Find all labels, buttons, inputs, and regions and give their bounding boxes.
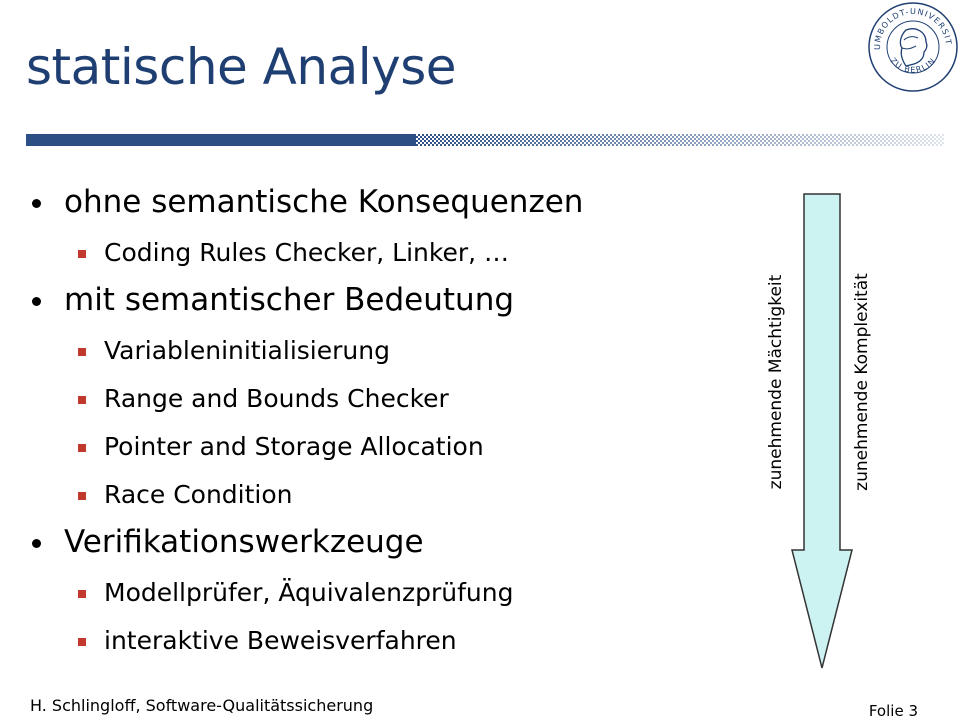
bullet-item: mit semantischer Bedeutung [28,280,728,320]
square-bullet-icon [78,638,86,646]
footer-slide-number: Folie 3 [868,702,918,720]
sub-bullet-item: Variableninitialisierung [28,334,728,368]
bullet-text: ohne semantische Konsequenzen [64,184,584,220]
sub-bullet-text: Range and Bounds Checker [104,384,449,413]
svg-text:ZU BERLIN: ZU BERLIN [888,56,937,75]
sub-bullet-text: Modellprüfer, Äquivalenzprüfung [104,578,514,607]
sub-bullet-text: Pointer and Storage Allocation [104,432,484,461]
square-bullet-icon [78,348,86,356]
square-bullet-icon [78,396,86,404]
sub-bullet-text: Variableninitialisierung [104,336,390,365]
svg-text:HUMBOLDT-UNIVERSITÄT: HUMBOLDT-UNIVERSITÄT [866,0,953,50]
sub-bullet-item: Range and Bounds Checker [28,382,728,416]
bullet-item: ohne semantische Konsequenzen [28,182,728,222]
bullet-list: ohne semantische Konsequenzen Coding Rul… [28,182,728,658]
sub-bullet-text: Coding Rules Checker, Linker, … [104,238,510,267]
bullet-item: Verifikationswerkzeuge [28,522,728,562]
sub-bullet-item: Pointer and Storage Allocation [28,430,728,464]
title-accent-bar [26,134,944,146]
arrow-label-complexity: zunehmende Komplexität [852,273,872,491]
square-bullet-icon [78,590,86,598]
sub-bullet-item: Modellprüfer, Äquivalenzprüfung [28,576,728,610]
seal-text-top: HUMBOLDT-UNIVERSITÄT [866,0,952,50]
square-bullet-icon [78,444,86,452]
sub-bullet-text: interaktive Beweisverfahren [104,626,457,655]
university-seal-icon: HUMBOLDT-UNIVERSITÄT ZU BERLIN [866,0,958,92]
bullet-dot-icon [32,539,41,548]
seal-text-bottom: ZU BERLIN [888,56,936,75]
square-bullet-icon [78,492,86,500]
footer-author: H. Schlingloff, Software-Qualitätssicher… [30,696,374,715]
bullet-text: mit semantischer Bedeutung [64,282,515,318]
bullet-dot-icon [32,199,41,208]
sub-bullet-text: Race Condition [104,480,293,509]
bullet-dot-icon [32,297,41,306]
sub-bullet-item: Race Condition [28,478,728,512]
down-arrow-icon [791,193,853,669]
slide-title: statische Analyse [26,38,457,96]
square-bullet-icon [78,250,86,258]
sub-bullet-item: interaktive Beweisverfahren [28,624,728,658]
bullet-text: Verifikationswerkzeuge [64,524,424,560]
sub-bullet-item: Coding Rules Checker, Linker, … [28,236,728,270]
arrow-label-power: zunehmende Mächtigkeit [766,274,786,490]
